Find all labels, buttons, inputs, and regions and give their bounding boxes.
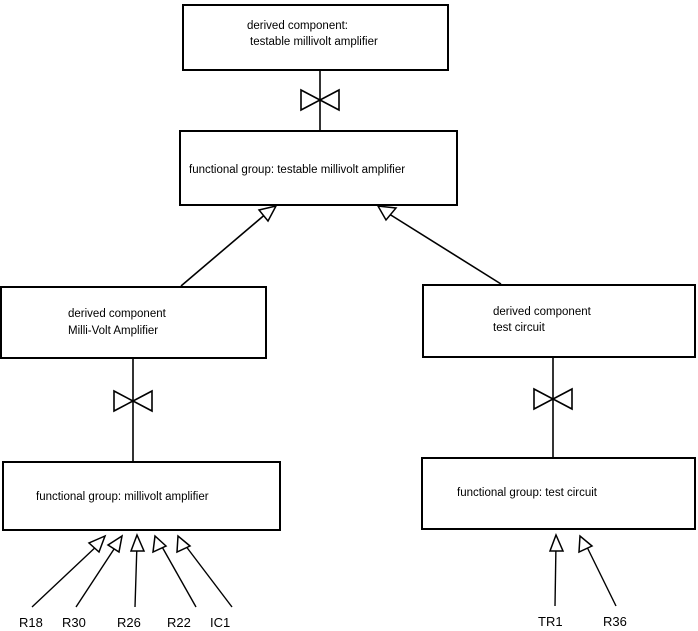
node-right-derived-component-line2: test circuit	[493, 322, 546, 334]
leaf-label-ic1: IC1	[210, 615, 230, 630]
node-right-functional-group-line1: functional group: test circuit	[457, 487, 598, 499]
leaf-arrow-r36	[578, 534, 617, 607]
leaf-arrow-r18	[31, 534, 107, 608]
node-left-functional-group[interactable]	[2, 461, 281, 531]
node-left-functional-group-line1: functional group: millivolt amplifier	[36, 491, 209, 503]
generalization-edge-right	[385, 211, 502, 285]
leaf-arrow-r26	[129, 533, 146, 608]
node-right-derived-component[interactable]	[422, 284, 696, 358]
leaf-label-r22: R22	[167, 615, 191, 630]
leaf-arrow-r22	[152, 534, 197, 608]
node-right-derived-component-line1: derived component	[493, 306, 592, 318]
generalization-arrow-right-head	[376, 205, 398, 222]
bowtie-connector-top	[300, 88, 340, 112]
node-top-derived-component-line1: derived component:	[247, 20, 348, 32]
node-top-functional-group-line1: functional group: testable millivolt amp…	[189, 164, 405, 176]
node-top-derived-component[interactable]	[182, 4, 449, 71]
leaf-arrow-r30	[75, 534, 124, 608]
generalization-arrow-left-head	[257, 204, 278, 223]
leaf-label-r36: R36	[603, 614, 627, 629]
leaf-label-tr1: TR1	[538, 614, 563, 629]
bowtie-connector-left	[113, 389, 153, 413]
node-left-derived-component-line2: Milli-Volt Amplifier	[68, 325, 158, 337]
leaf-label-r26: R26	[117, 615, 141, 630]
leaf-label-r18: R18	[19, 615, 43, 630]
node-top-functional-group[interactable]	[179, 130, 458, 206]
generalization-edge-left	[180, 211, 269, 287]
node-left-derived-component-line1: derived component	[68, 308, 167, 320]
node-right-functional-group[interactable]	[421, 457, 696, 530]
node-left-derived-component[interactable]	[0, 286, 267, 359]
leaf-label-r30: R30	[62, 615, 86, 630]
bowtie-connector-right	[533, 387, 573, 411]
leaf-arrow-ic1	[176, 534, 233, 608]
node-top-derived-component-line2: testable millivolt amplifier	[250, 36, 378, 48]
leaf-arrow-tr1	[548, 533, 565, 607]
